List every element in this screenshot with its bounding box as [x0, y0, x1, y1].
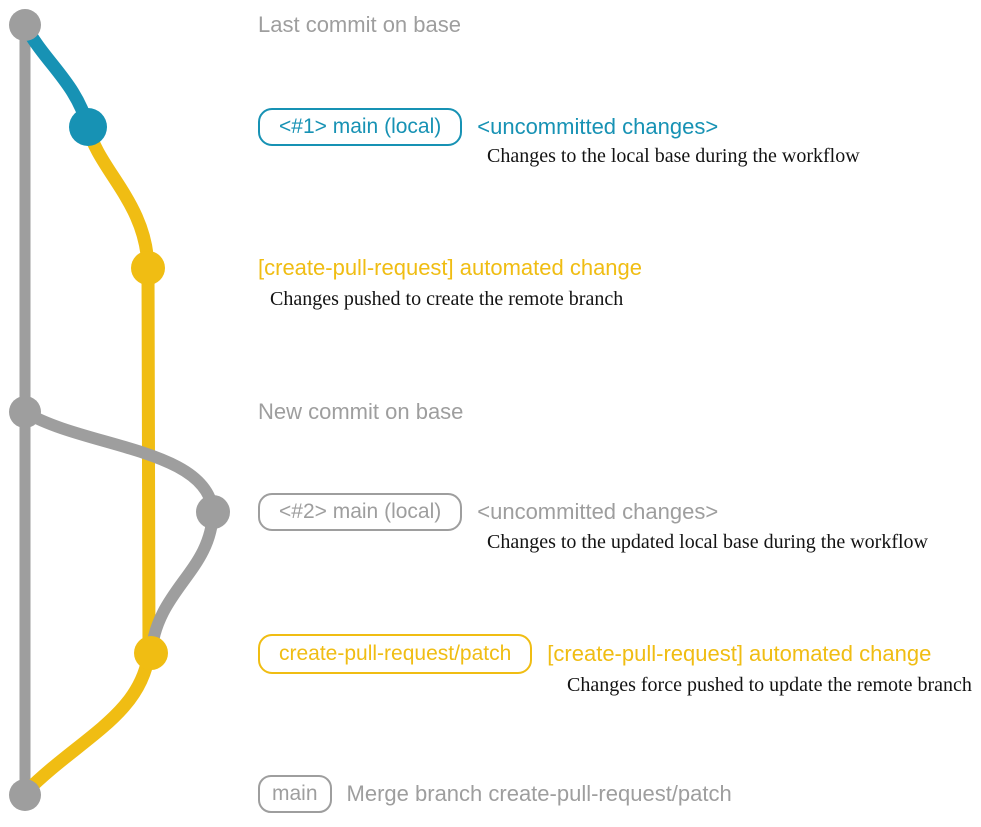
commit-dot-uncommitted-1 — [69, 108, 107, 146]
branch-badge-main: main — [258, 775, 332, 813]
row-automated-2: create-pull-request/patch [create-pull-r… — [258, 634, 931, 674]
commit-dot-new-base — [9, 396, 41, 428]
note-local-base-changes: Changes to the local base during the wor… — [487, 145, 860, 167]
heading-uncommitted-changes-1: <uncommitted changes> — [477, 114, 719, 139]
heading-automated-change-2: [create-pull-request] automated change — [547, 641, 932, 666]
branch-badge-main-local-1: <#1> main (local) — [258, 108, 463, 146]
note-force-pushed-update-remote: Changes force pushed to update the remot… — [567, 674, 972, 696]
note-pushed-create-remote: Changes pushed to create the remote bran… — [270, 288, 624, 310]
rebase-curve-in — [145, 506, 219, 659]
commit-dot-automated-2 — [134, 636, 168, 670]
git-graph — [9, 9, 230, 811]
branch-badge-patch: create-pull-request/patch — [258, 634, 533, 674]
commit-dot-merge — [9, 779, 41, 811]
commit-dot-uncommitted-2 — [196, 495, 230, 529]
label-merge-branch: Merge branch create-pull-request/patch — [346, 781, 732, 806]
label-new-commit-on-base: New commit on base — [258, 399, 464, 424]
label-last-commit-on-base: Last commit on base — [258, 12, 461, 37]
row-uncommitted-1: <#1> main (local) <uncommitted changes> — [258, 108, 718, 146]
commit-dot-last-base — [9, 9, 41, 41]
heading-automated-change-1: [create-pull-request] automated change — [258, 255, 643, 280]
patch-branch-line — [19, 120, 156, 799]
branch-badge-main-local-2: <#2> main (local) — [258, 493, 463, 531]
row-merge: main Merge branch create-pull-request/pa… — [258, 775, 732, 813]
note-updated-local-base-changes: Changes to the updated local base during… — [487, 531, 928, 553]
heading-uncommitted-changes-2: <uncommitted changes> — [477, 499, 719, 524]
rebase-curve-out — [19, 406, 219, 518]
commit-dot-automated-1 — [131, 251, 165, 285]
row-uncommitted-2: <#2> main (local) <uncommitted changes> — [258, 493, 718, 531]
